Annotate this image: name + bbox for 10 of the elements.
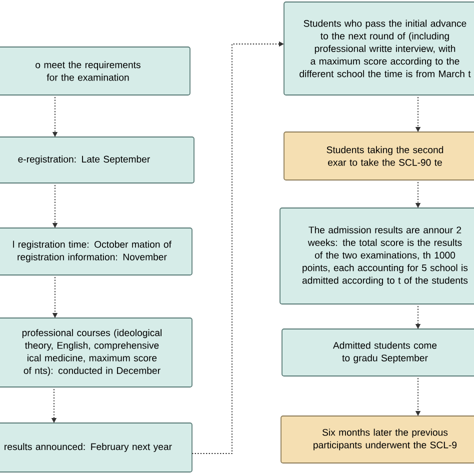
process-box: Students taking the second exar to take the SCL-90 te [284,132,474,180]
process-box: Six months later the previous participants underwent the SCL-9 [280,416,474,464]
process-box: Admitted students come to gradu September [282,328,474,376]
process-box: results announced: February next year [0,422,192,472]
process-box: Students who pass the initial advance to the next round of (including professional writte interview, with a maximum score according to the different school the time is from March t [284,2,474,96]
process-box: l registration time: October mation of registration information: November [0,228,192,276]
process-box: e-registration: Late September [0,136,194,184]
process-box: The admission results are annour 2 weeks: the total score is the results of the two examinations, th 1000 points, each accounting for 5 school is admitted according to t of the students [280,208,474,304]
process-box: o meet the requirements for the examination [0,46,190,96]
process-box: professional courses (ideological theory, English, comprehensive ical medicine, maximum score of nts): conducted in December [0,318,192,388]
